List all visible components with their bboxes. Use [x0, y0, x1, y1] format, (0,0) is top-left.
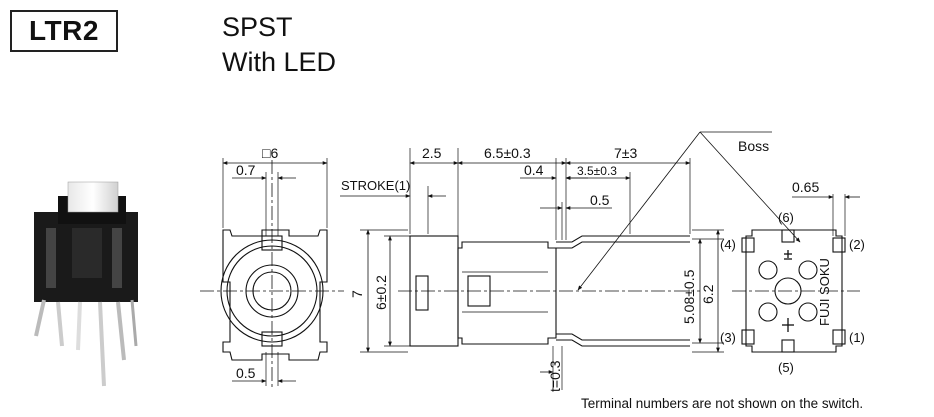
dim-3-5: 3.5±0.3 [577, 164, 617, 178]
dim-0-65: 0.65 [792, 179, 819, 195]
terminal-3-label: (3) [720, 330, 736, 345]
dim-0-5-bottom: 0.5 [236, 365, 256, 381]
footnote: Terminal numbers are not shown on the sw… [581, 396, 864, 411]
dim-6-5: 6.5±0.3 [484, 145, 531, 161]
terminal-4-label: (4) [720, 237, 736, 252]
side-view [340, 131, 801, 390]
dim-stroke: STROKE(1) [341, 178, 410, 193]
dim-0-5-side: 0.5 [590, 192, 610, 208]
product-photo [34, 181, 138, 387]
terminal-1-label: (1) [849, 330, 865, 345]
dim-5-08: 5.08±0.5 [681, 269, 697, 324]
model-code-box: LTR2 [10, 10, 118, 52]
brand-mark: FUJI SOKU [817, 258, 832, 326]
terminal-5-label: (5) [778, 360, 794, 375]
dim-square-6: □6 [262, 145, 278, 161]
dim-2-5: 2.5 [422, 145, 442, 161]
dim-6-pm-0-2: 6±0.2 [373, 275, 389, 310]
terminal-2-label: (2) [849, 237, 865, 252]
switch-type-title: SPST [222, 12, 293, 42]
dim-7-pm-3: 7±3 [614, 145, 637, 161]
terminal-6-label: (6) [778, 210, 794, 225]
dim-7: 7 [349, 290, 365, 298]
model-code: LTR2 [29, 15, 99, 46]
bottom-view [732, 194, 860, 353]
front-view [200, 158, 344, 390]
switch-feature-title: With LED [222, 47, 337, 77]
dim-0-4: 0.4 [524, 162, 544, 178]
dim-0-7: 0.7 [236, 162, 256, 178]
dim-6-2: 6.2 [700, 284, 716, 304]
dim-t-0-3: t=0.3 [547, 360, 563, 392]
boss-label: Boss [738, 138, 769, 154]
